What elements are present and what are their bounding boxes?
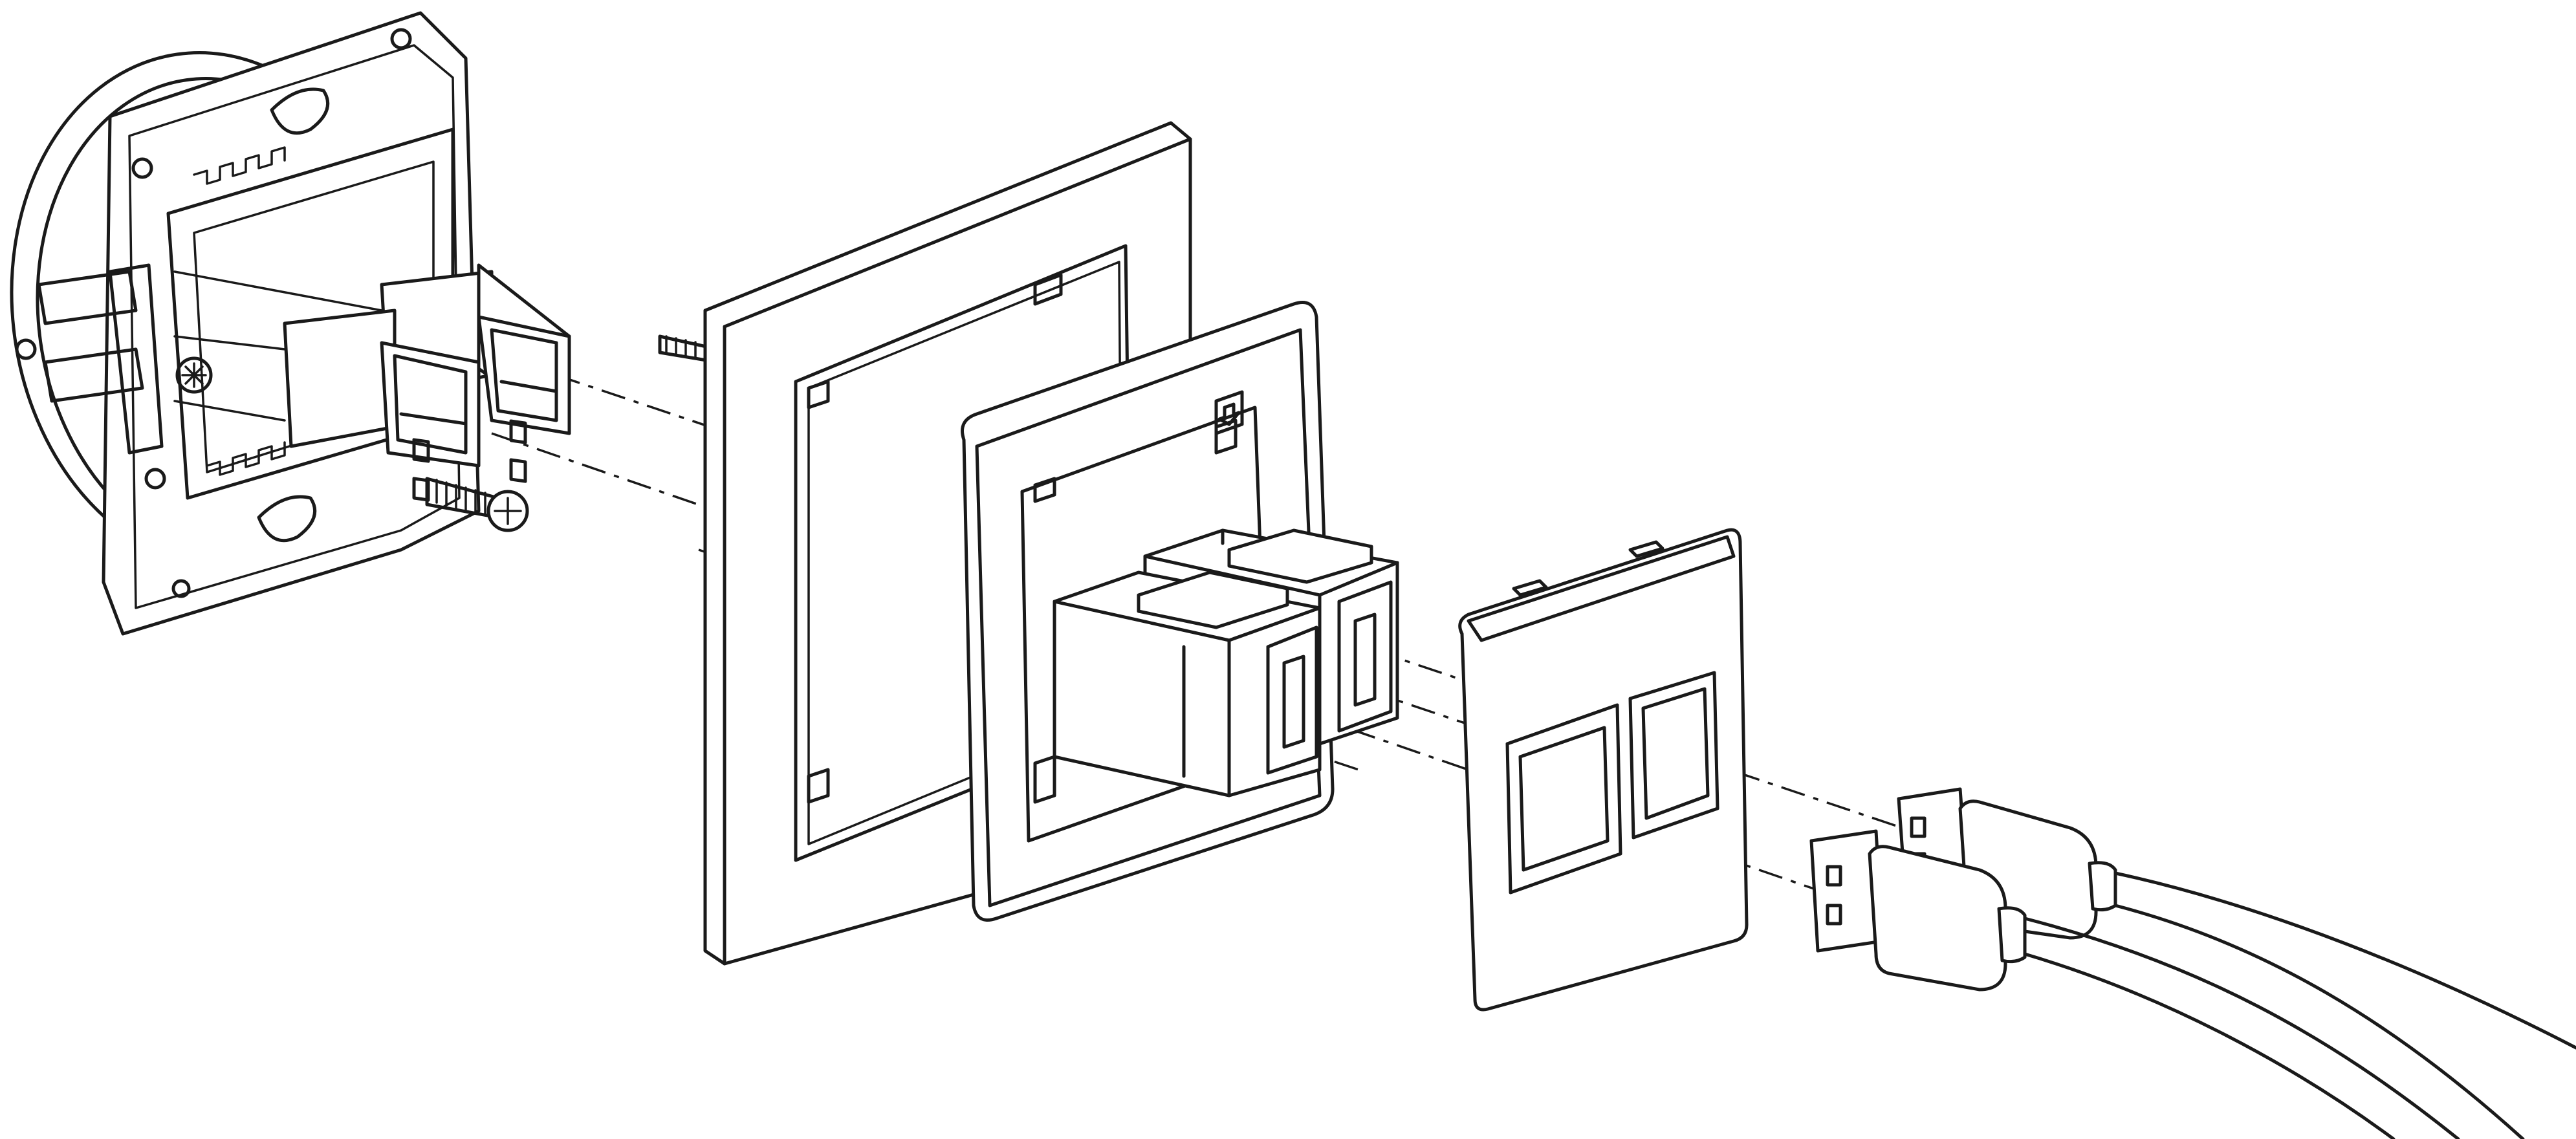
cover-port-right bbox=[1628, 671, 1719, 840]
cover-plate bbox=[1458, 528, 1749, 1012]
cover-port-left bbox=[1505, 703, 1622, 895]
usb-port-contact bbox=[509, 419, 527, 444]
usb-socket-front bbox=[1282, 655, 1305, 749]
usb-cable-lower bbox=[1809, 829, 2460, 1139]
keystone-coupler-front bbox=[1053, 570, 1322, 797]
plate-screw bbox=[175, 356, 213, 394]
plate-slot-top bbox=[270, 87, 330, 135]
usb-socket-rear bbox=[1353, 613, 1377, 707]
fixing-screw-lower bbox=[425, 477, 529, 532]
usb-adapter-lower bbox=[173, 270, 481, 502]
plate-slot-bottom bbox=[257, 495, 317, 543]
